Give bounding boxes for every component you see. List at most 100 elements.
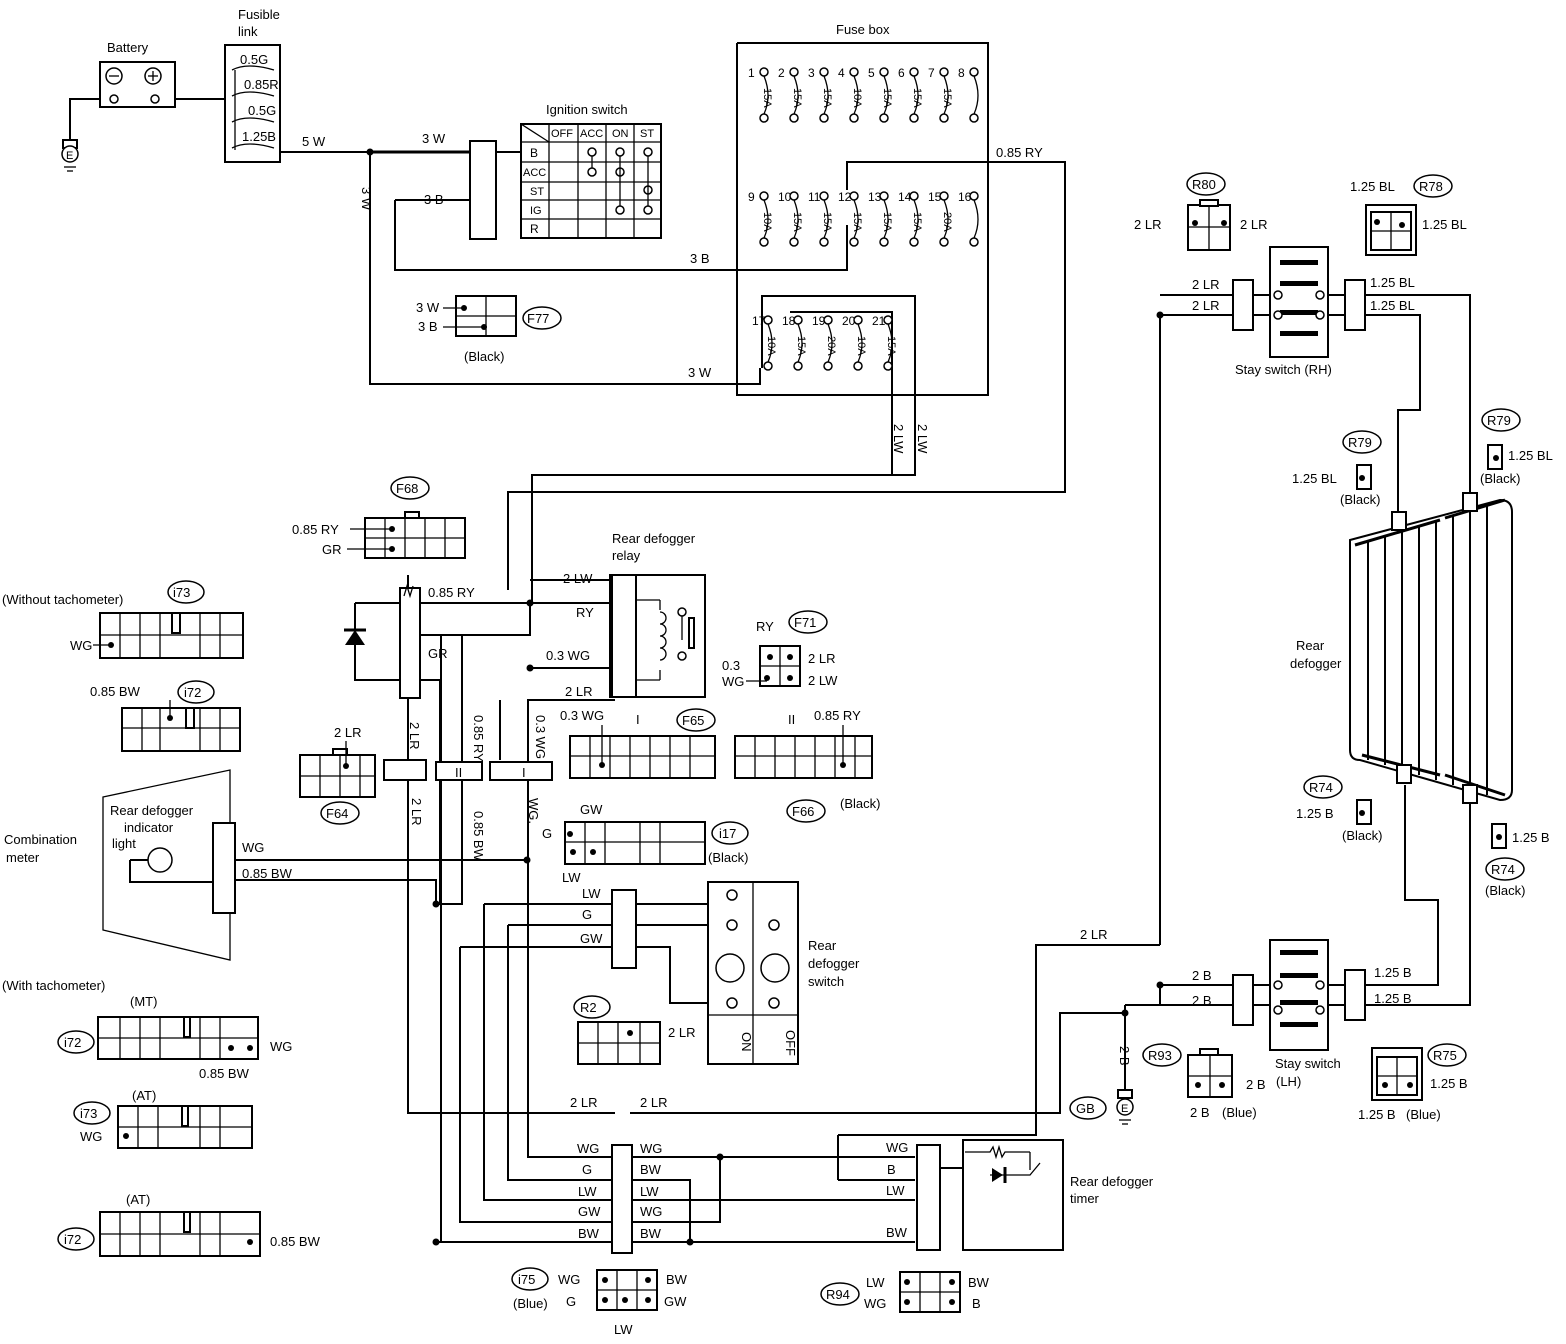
connector-r79-b: R79 1.25 BL (Black) — [1480, 408, 1553, 486]
inline-connector-i: II I 2 LR 2 LR 0.85 RY 0.85 BW 0.3 WG WG… — [383, 715, 553, 862]
fuse-amperage: 15A — [821, 88, 833, 108]
fuse-terminal — [879, 191, 889, 201]
fuse-number: 3 — [808, 66, 815, 80]
bus-bar — [1354, 518, 1441, 547]
svg-text:0.85 RY: 0.85 RY — [428, 585, 475, 600]
fusible-link-label: Fusible — [238, 7, 280, 22]
fuse-terminal — [909, 237, 919, 247]
fuse-terminal — [939, 191, 949, 201]
fuse-amperage: 15A — [791, 88, 803, 108]
bottom-connector-block: WG G LW GW BW WG BW LW WG BW — [577, 1141, 662, 1254]
connector-f65: 0.3 WG I F65 — [560, 708, 716, 779]
svg-text:GW: GW — [580, 802, 603, 817]
fuse-element — [763, 75, 769, 115]
switch-connector — [611, 889, 637, 969]
svg-text:(Black): (Black) — [1480, 471, 1520, 486]
svg-text:R75: R75 — [1433, 1048, 1457, 1063]
svg-text:R94: R94 — [826, 1287, 850, 1302]
svg-text:B: B — [887, 1162, 896, 1177]
svg-text:I: I — [522, 765, 526, 780]
fuse-terminal — [789, 113, 799, 123]
fuse-number: 11 — [808, 190, 821, 204]
connector-i75: i75 (Blue) WG G BW GW LW — [511, 1267, 688, 1337]
fuse-terminal — [759, 191, 769, 201]
svg-text:Rear: Rear — [1296, 638, 1325, 653]
fuse-amperage: 20A — [941, 212, 953, 232]
svg-text:(Blue): (Blue) — [1406, 1107, 1441, 1122]
fuse-terminal — [939, 237, 949, 247]
svg-text:WG: WG — [577, 1141, 599, 1156]
earth-icon: E — [1116, 1089, 1134, 1125]
fuse-terminal — [793, 315, 803, 325]
svg-text:link: link — [238, 24, 258, 39]
svg-text:F65: F65 — [682, 713, 704, 728]
fuse-number: 21 — [872, 314, 886, 328]
svg-text:LW: LW — [562, 870, 581, 885]
fusible-link: Fusible link 0.5G 0.85R 0.5G 1.25B — [224, 7, 281, 163]
svg-text:RY: RY — [576, 605, 594, 620]
svg-text:GW: GW — [664, 1294, 687, 1309]
svg-text:3 B: 3 B — [418, 319, 438, 334]
svg-text:(AT): (AT) — [132, 1088, 156, 1103]
fuse-terminal — [823, 315, 833, 325]
fuse-element — [767, 323, 773, 363]
connector-r2: R2 2 LR — [573, 995, 695, 1065]
svg-text:WG: WG — [864, 1296, 886, 1311]
svg-text:1.25 BL: 1.25 BL — [1508, 448, 1553, 463]
svg-text:WG.: WG. — [526, 798, 541, 824]
svg-text:(Black): (Black) — [708, 850, 748, 865]
svg-text:0.85 BW: 0.85 BW — [199, 1066, 250, 1081]
fuse-number: 20 — [842, 314, 856, 328]
svg-text:(With tachometer): (With tachometer) — [2, 978, 105, 993]
fuse-element — [973, 199, 979, 239]
fuse-element — [853, 75, 859, 115]
svg-text:1.25 BL: 1.25 BL — [1422, 217, 1467, 232]
svg-text:0.85 RY: 0.85 RY — [471, 715, 486, 762]
fuse-element — [763, 199, 769, 239]
svg-text:II: II — [788, 712, 795, 727]
svg-text:i73: i73 — [80, 1106, 97, 1121]
fuse-number: 13 — [868, 190, 882, 204]
connector-r94: R94 LW WG BW B — [820, 1271, 990, 1313]
svg-text:GB: GB — [1076, 1101, 1095, 1116]
fuse-terminal — [969, 113, 979, 123]
svg-text:LW: LW — [866, 1275, 885, 1290]
svg-text:Rear defogger: Rear defogger — [1070, 1174, 1154, 1189]
svg-text:G: G — [582, 1162, 592, 1177]
svg-text:i72: i72 — [184, 685, 201, 700]
svg-text:meter: meter — [6, 850, 40, 865]
svg-text:II: II — [455, 765, 462, 780]
fuse-terminal — [759, 67, 769, 77]
svg-text:1.25 B: 1.25 B — [1296, 806, 1334, 821]
fuse-amperage: 15A — [885, 336, 897, 356]
svg-text:2 LR: 2 LR — [570, 1095, 597, 1110]
fuse-number: 12 — [838, 190, 852, 204]
connector-r79-a: R79 1.25 BL (Black) — [1292, 430, 1382, 507]
svg-text:2 LR: 2 LR — [808, 651, 835, 666]
connector-i73-without-tach: (Without tachometer) i73 WG — [2, 580, 244, 659]
svg-text:i73: i73 — [173, 585, 190, 600]
fuse-element — [857, 323, 863, 363]
svg-text:BW: BW — [578, 1226, 600, 1241]
svg-text:1.25 BL: 1.25 BL — [1370, 298, 1415, 313]
svg-text:RY: RY — [756, 619, 774, 634]
svg-text:0.3 WG: 0.3 WG — [560, 708, 604, 723]
svg-text:0.85 BW: 0.85 BW — [471, 811, 486, 862]
svg-text:2 B: 2 B — [1190, 1105, 1210, 1120]
fuse-amperage: 15A — [851, 212, 863, 232]
svg-text:Rear: Rear — [808, 938, 837, 953]
fuse-number: 1 — [748, 66, 755, 80]
svg-text:defogger: defogger — [1290, 656, 1342, 671]
fuse-element — [797, 323, 803, 363]
fuse-number: 4 — [838, 66, 845, 80]
svg-text:ON: ON — [612, 128, 629, 140]
wire-label: 3 W — [359, 187, 374, 211]
fuse-terminal — [789, 191, 799, 201]
wire-label: 5 W — [302, 134, 326, 149]
svg-text:0.5G: 0.5G — [248, 103, 276, 118]
svg-text:WG: WG — [722, 674, 744, 689]
fuse-terminal — [939, 113, 949, 123]
fuse-terminal — [969, 67, 979, 77]
connector-i72: 0.85 BW i72 — [90, 680, 241, 752]
connector-r80: R80 2 LR 2 LR — [1134, 172, 1267, 251]
